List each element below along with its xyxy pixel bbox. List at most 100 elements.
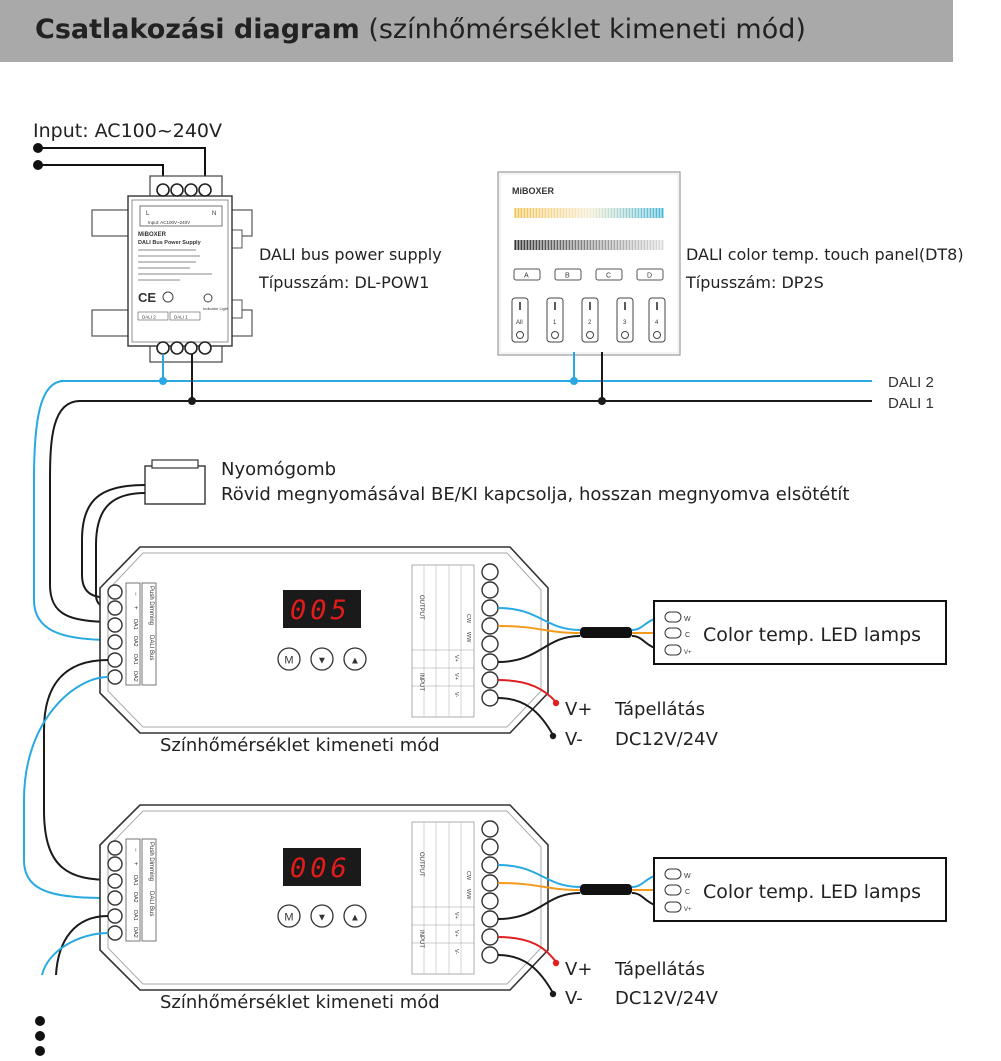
lamp-box-1: W C V+ Color temp. LED lamps <box>653 600 947 665</box>
terminal-bus-label: DALI Bus <box>148 635 154 660</box>
controller-caption: Színhőmérséklet kimeneti mód <box>160 992 440 1013</box>
supply-value: DC12V/24V <box>615 988 719 1009</box>
vplus-text: V+ <box>565 699 592 720</box>
up-button[interactable] <box>343 647 367 671</box>
up-button-label: ▲ <box>350 913 360 924</box>
pin-label: DA2 <box>132 636 138 647</box>
junction-dot <box>159 377 167 385</box>
lamp-wire-c: C <box>685 889 690 896</box>
push-button-title: Nyomógomb <box>221 459 336 480</box>
vminus-text: V- <box>565 988 583 1009</box>
lamp-wire-w: W <box>684 873 691 880</box>
left-terminal-block: Push Dimming DALI Bus − + DA1 DA2 DA1 DA… <box>107 582 157 686</box>
lamp-label: Color temp. LED lamps <box>703 624 921 646</box>
channel-sliders: All 1 2 3 4 <box>511 297 666 343</box>
pin-label: DA1 <box>132 875 138 886</box>
right-terminal-block: OUTPUT INPUT CW WW V+ V+ V- <box>411 820 499 975</box>
power-supply-model: Típusszám: DL-POW1 <box>258 273 429 292</box>
lamp-wire-c: C <box>685 632 690 639</box>
terminal-push-label: Push Dimming <box>148 586 154 625</box>
lamp-wire-vplus: V+ <box>684 907 692 913</box>
pin-label: − <box>132 848 138 852</box>
vminus-label: V- <box>453 949 459 954</box>
lamp-box-2: W C V+ Color temp. LED lamps <box>653 857 947 922</box>
terminal-push-label: Push Dimming <box>148 842 154 881</box>
ww-label: WW <box>465 632 471 643</box>
ps-device-title: DALI Bus Power Supply <box>138 240 202 246</box>
pin-label: DA2 <box>132 671 138 682</box>
power-supply-name: DALI bus power supply <box>259 245 442 264</box>
vplus-label: V+ <box>453 655 459 662</box>
output-label: OUTPUT <box>418 852 424 877</box>
panel-brand: MiBOXER <box>512 186 555 196</box>
ps-top-screws <box>156 183 212 197</box>
mode-button-label: M <box>284 912 293 924</box>
ww-label: WW <box>465 889 471 900</box>
slider-3[interactable]: 3 <box>623 320 627 326</box>
vminus-text: V- <box>565 729 583 750</box>
up-button[interactable] <box>343 904 367 928</box>
cable-sleeve <box>580 884 632 895</box>
pin-label: + <box>132 606 138 610</box>
up-button-label: ▲ <box>350 656 360 667</box>
left-terminal-block: Push Dimming DALI Bus − + DA1 DA2 DA1 DA… <box>107 838 157 942</box>
ce-mark: CE <box>138 290 156 305</box>
controller-2: Push Dimming DALI Bus − + DA1 DA2 DA1 DA… <box>99 804 549 991</box>
ps-label-n: N <box>212 211 216 217</box>
pin-label: + <box>132 862 138 866</box>
terminal-bus-label: DALI Bus <box>148 891 154 916</box>
slider-4[interactable]: 4 <box>655 320 659 326</box>
down-button-label: ▼ <box>317 913 327 924</box>
title-bold: Csatlakozási diagram <box>35 14 360 45</box>
title-subtitle: (színhőmérséklet kimeneti mód) <box>368 14 806 45</box>
down-button[interactable] <box>310 647 334 671</box>
lamp-label: Color temp. LED lamps <box>703 881 921 903</box>
power-supply-device: L N Input: AC100V~240V MiBOXER DALI Bus … <box>91 175 253 363</box>
slider-all[interactable]: All <box>516 320 523 326</box>
ps-label-l: L <box>146 211 150 217</box>
controller-1: Push Dimming DALI Bus − + DA1 DA2 DA1 DA… <box>99 546 549 734</box>
slider-2[interactable]: 2 <box>588 320 592 326</box>
touch-panel-device: MiBOXER A B C D <box>497 171 681 356</box>
display-value: 005 <box>290 595 351 626</box>
supply-title: Tápellátás <box>614 699 705 720</box>
zone-button-b[interactable]: B <box>565 273 570 280</box>
output-label: OUTPUT <box>418 595 424 620</box>
push-button-desc: Rövid megnyomásával BE/KI kapcsolja, hos… <box>221 484 850 505</box>
mode-button[interactable] <box>277 647 301 671</box>
input-wire-l <box>38 147 206 185</box>
input-label-term: INPUT <box>418 673 424 691</box>
junction-dot <box>188 397 196 405</box>
display-screen <box>283 590 361 628</box>
pin-label: DA1 <box>132 910 138 921</box>
input-wire-n <box>38 164 164 185</box>
down-button[interactable] <box>310 904 334 928</box>
vplus-label: V+ <box>453 673 459 680</box>
vplus-text: V+ <box>565 959 592 980</box>
continuation-dots <box>35 1016 45 1056</box>
mode-button[interactable] <box>277 904 301 928</box>
cw-label: CW <box>465 614 471 624</box>
zone-button-c[interactable]: C <box>606 273 611 280</box>
input-label-term: INPUT <box>418 930 424 948</box>
controller-caption: Színhőmérséklet kimeneti mód <box>160 735 440 756</box>
zone-buttons: A B C D <box>513 268 664 281</box>
down-button-label: ▼ <box>317 656 327 667</box>
cable-sleeve <box>580 627 632 638</box>
slider-1[interactable]: 1 <box>553 320 557 326</box>
lamp-wire-w: W <box>684 616 691 623</box>
vminus-label: V- <box>453 692 459 697</box>
supply-title: Tápellátás <box>614 959 705 980</box>
lamp-wire-vplus: V+ <box>684 650 692 656</box>
cw-label: CW <box>465 871 471 881</box>
push-button-device[interactable] <box>144 465 206 505</box>
vplus-label: V+ <box>453 912 459 919</box>
ps-out-dali1: DALI 1 <box>174 315 188 320</box>
zone-button-a[interactable]: A <box>524 273 529 280</box>
indicator-light-icon <box>203 293 213 303</box>
junction-dot <box>570 377 578 385</box>
cert-icon <box>162 291 174 303</box>
zone-button-d[interactable]: D <box>647 273 652 280</box>
pin-label: DA2 <box>132 892 138 903</box>
